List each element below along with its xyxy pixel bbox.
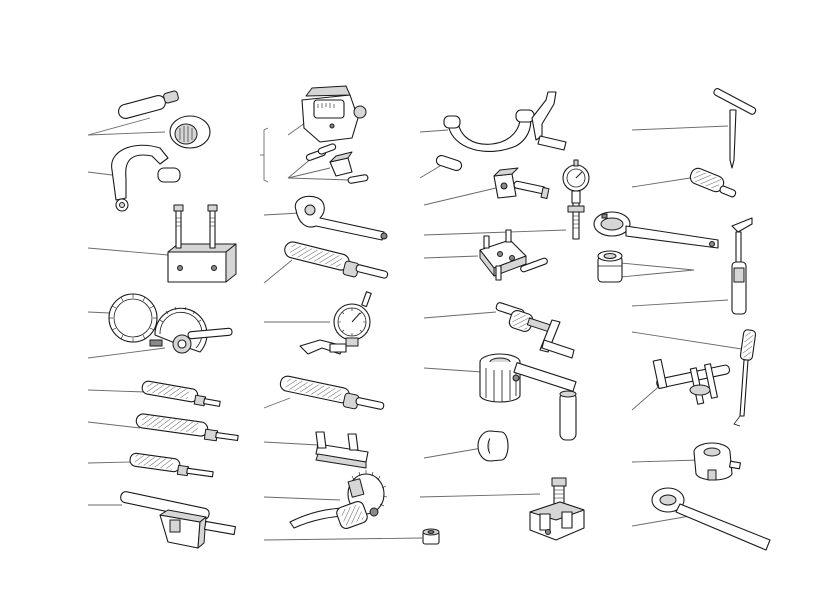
leader-lines-column-3 (419, 129, 567, 498)
puller-with-t-handle (495, 302, 575, 359)
dial-indicator-with-bracket (299, 291, 372, 355)
leader-lines-column-2 (260, 117, 423, 541)
knurled-drift-with-collar (284, 241, 389, 279)
camshaft-locking-block (479, 229, 548, 281)
castellated-socket (693, 442, 741, 481)
clamp-bracket (493, 167, 550, 200)
pin-set (305, 143, 369, 184)
leader-lines-column-1 (87, 117, 169, 506)
knurled-stepped-pin (689, 167, 737, 198)
pin-drift-1 (141, 380, 221, 407)
dial-indicator-long-stem (562, 159, 590, 240)
twin-stud-plate-fixture (167, 204, 237, 283)
pin-gauge-with-tab (731, 217, 753, 315)
pin-drift-3 (129, 452, 214, 478)
flywheel-locking-tool (289, 470, 388, 529)
ring-spanner (593, 211, 719, 249)
socket-sleeve (597, 250, 623, 283)
bent-locking-bar (111, 144, 181, 212)
guide-bar-fixture (120, 491, 237, 549)
t-handle-awl (713, 88, 757, 169)
pressure-spindle-tool (529, 477, 585, 541)
small-nut-insert (422, 528, 440, 545)
disc-ticks (109, 294, 157, 342)
c-frame-clamp (443, 91, 567, 153)
fork-bracket (315, 431, 369, 469)
socket-tool-with-handle (118, 90, 211, 149)
guide-pin (435, 154, 463, 172)
knurled-drift-2 (279, 375, 385, 410)
long-pin-with-hook (733, 329, 757, 427)
ring-key-long-handle (651, 487, 771, 551)
pin-spanner (294, 195, 388, 241)
degree-disc (108, 293, 158, 343)
ring-insert (477, 430, 509, 462)
splined-socket-with-crank (479, 353, 577, 441)
degree-disc-with-pointer (149, 306, 233, 354)
locking-bar-assembly (652, 358, 731, 405)
gauge-block (301, 85, 367, 143)
pin-drift-2 (135, 413, 239, 442)
